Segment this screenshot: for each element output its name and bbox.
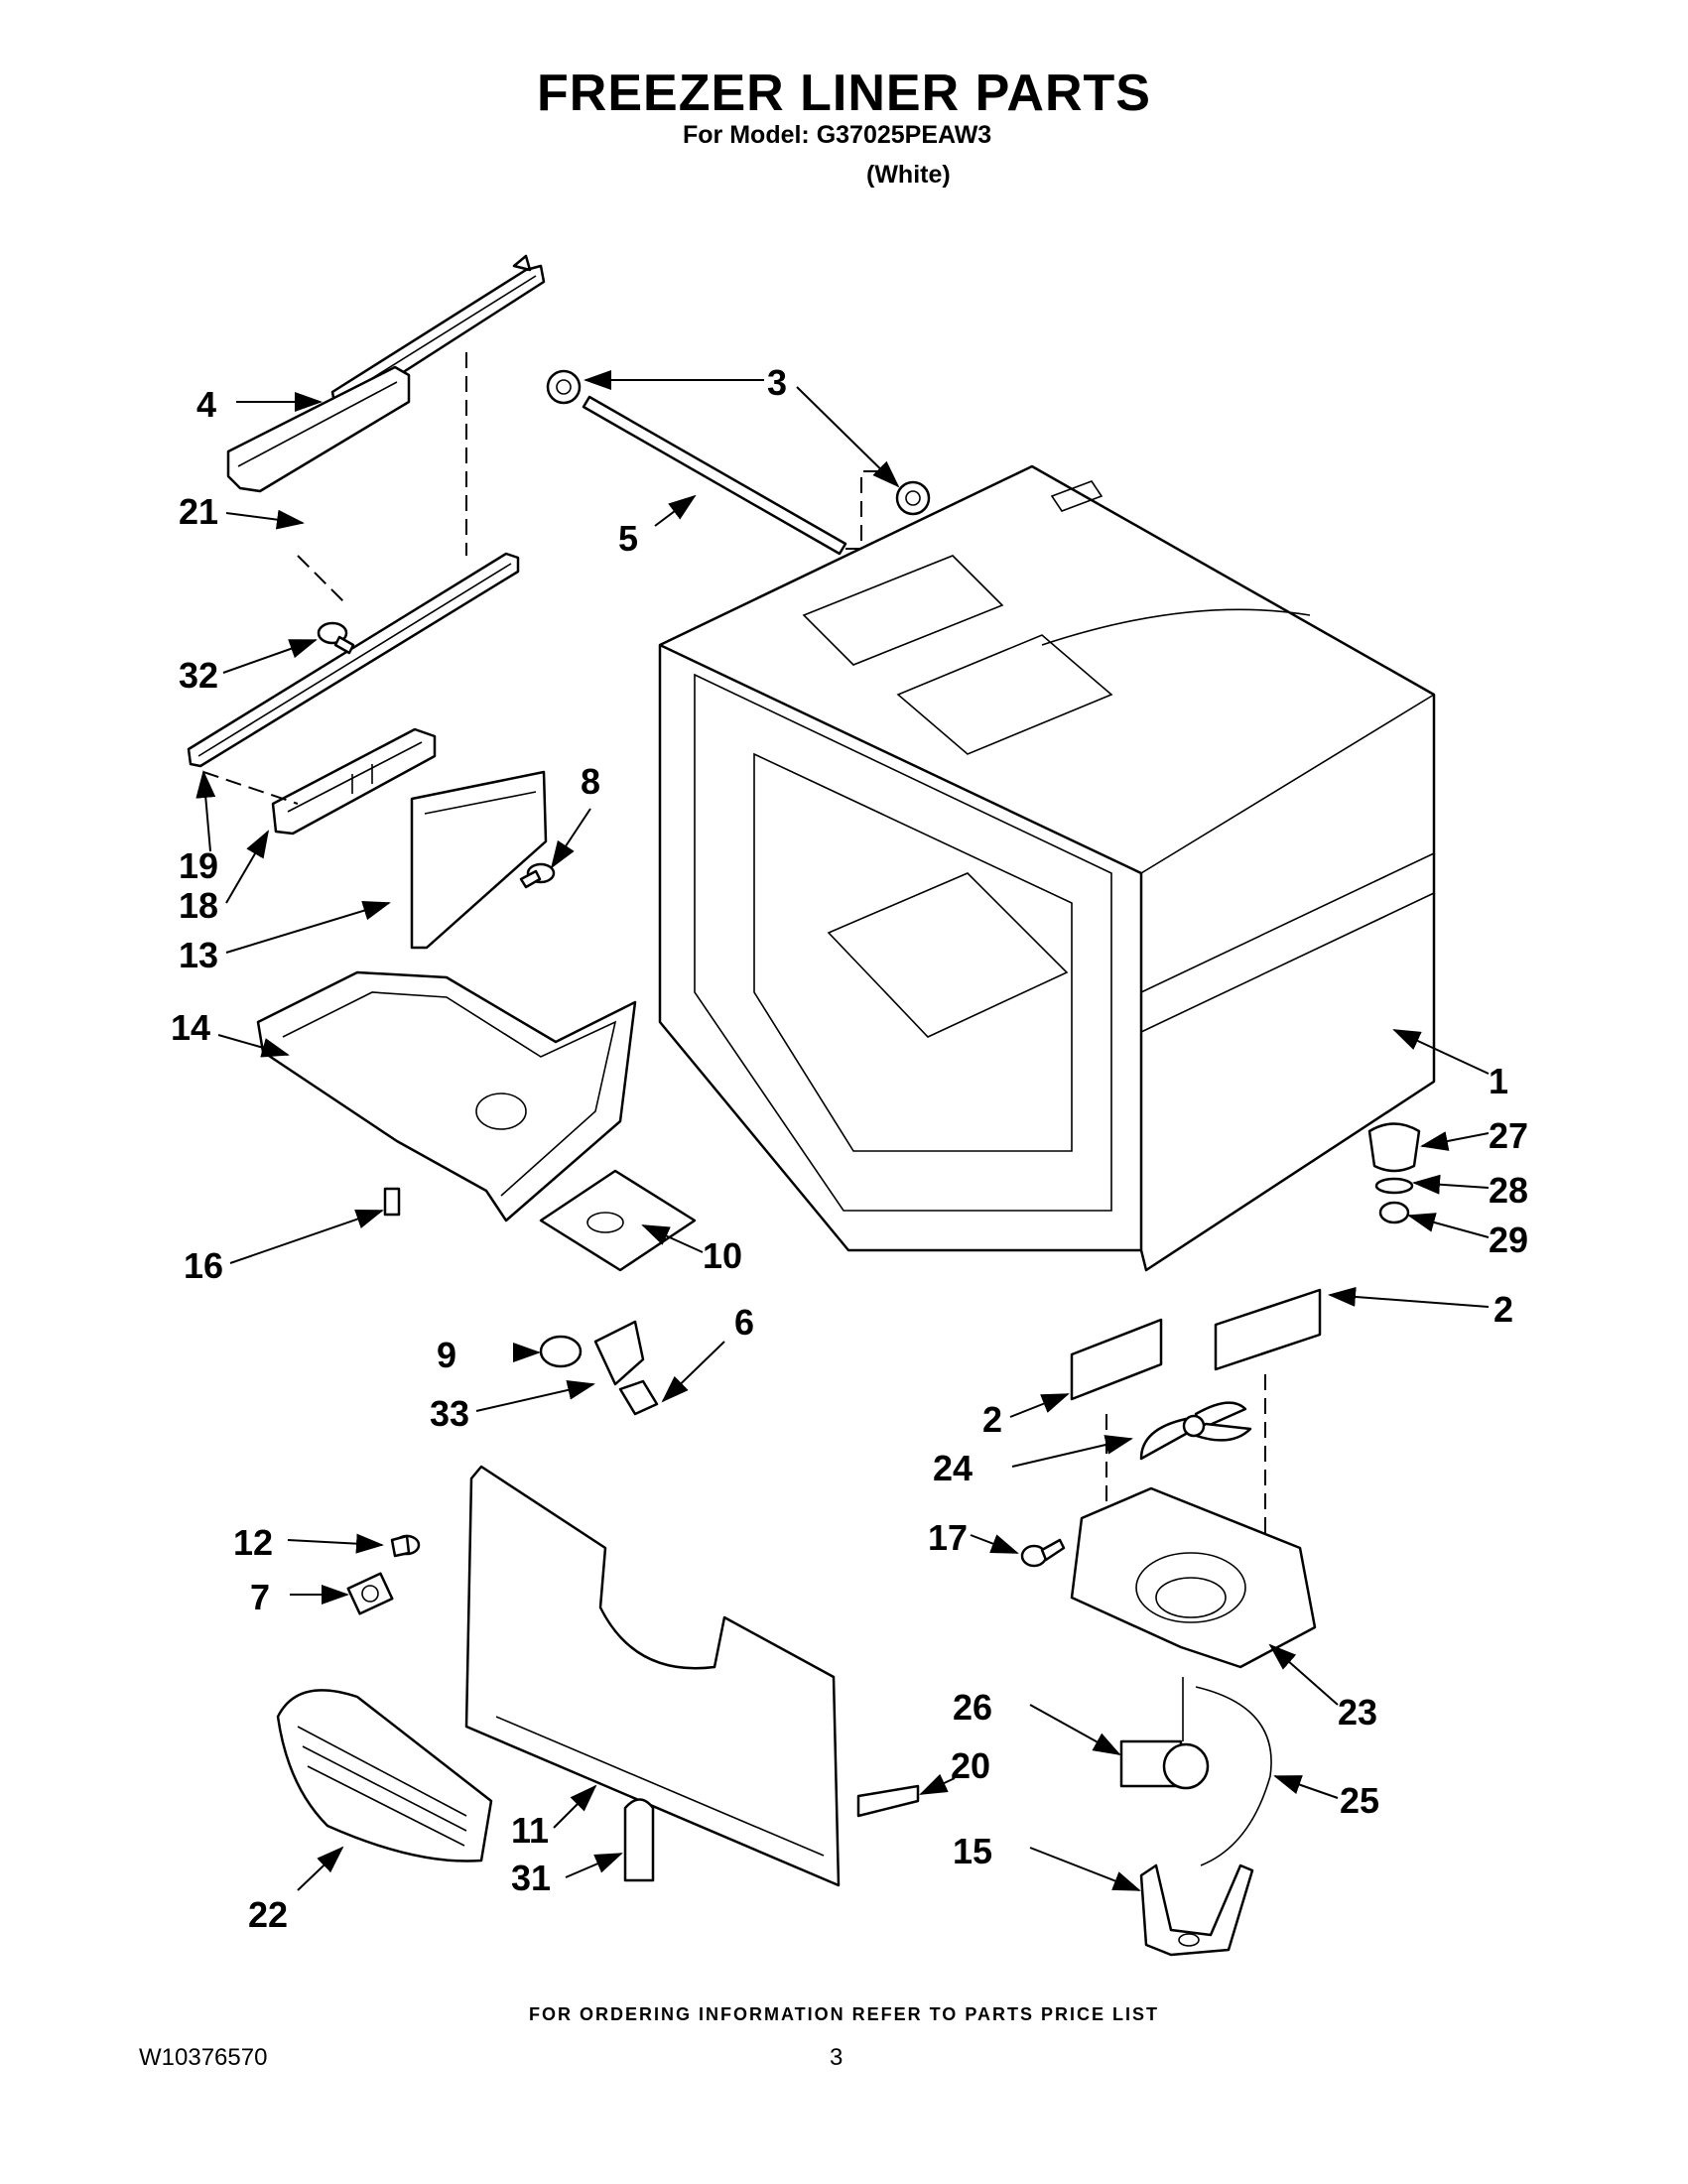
callout-22: 22 <box>248 1894 288 1935</box>
part-5-shaft <box>582 395 847 556</box>
callout-10: 10 <box>703 1235 742 1276</box>
callout-18: 18 <box>179 885 218 926</box>
callout-32: 32 <box>179 655 218 696</box>
callout-7: 7 <box>250 1577 270 1617</box>
bracket-alignment-line <box>202 771 299 805</box>
part-28-ring <box>1374 1177 1414 1195</box>
part-23-fan-shroud <box>1070 1486 1317 1669</box>
part-16-clip <box>383 1187 401 1217</box>
document-id: W10376570 <box>139 2044 268 2071</box>
callout-28: 28 <box>1489 1170 1528 1211</box>
callout-12: 12 <box>233 1522 273 1563</box>
callout-17: 17 <box>928 1517 968 1558</box>
callout-23: 23 <box>1338 1692 1377 1733</box>
callout-29: 29 <box>1489 1220 1528 1260</box>
callout-labels: 1 2 2 3 4 5 6 7 8 9 10 11 12 13 14 15 16… <box>171 362 1528 1935</box>
part-11-back-panel <box>464 1465 841 1887</box>
part-10-pad <box>539 1169 697 1272</box>
callout-31: 31 <box>511 1858 551 1898</box>
callout-4: 4 <box>196 384 216 425</box>
callout-19: 19 <box>179 845 218 886</box>
part-9-bulb <box>539 1335 583 1368</box>
page-number: 3 <box>830 2044 844 2071</box>
part-21-bracket <box>226 365 411 493</box>
callout-15: 15 <box>953 1831 992 1871</box>
callout-13: 13 <box>179 935 218 975</box>
part-22-grille <box>276 1689 493 1863</box>
model-color: (White) <box>866 161 951 189</box>
part-14-tray <box>256 970 637 1222</box>
callout-24: 24 <box>933 1448 973 1488</box>
callout-26: 26 <box>953 1687 992 1728</box>
part-32-screw <box>317 621 355 655</box>
callout-6: 6 <box>734 1302 754 1343</box>
part-26-fan-motor <box>1119 1677 1210 1790</box>
page-title: FREEZER LINER PARTS <box>537 64 1151 122</box>
shaft-alignment-line <box>845 470 888 550</box>
callout-20: 20 <box>951 1745 990 1786</box>
callout-25: 25 <box>1340 1780 1379 1821</box>
part-20-seal-strip <box>856 1784 920 1818</box>
part-6-cover <box>618 1379 659 1416</box>
callout-21: 21 <box>179 491 218 532</box>
part-12-screw <box>390 1534 421 1558</box>
callout-5: 5 <box>618 518 638 559</box>
part-24-fan-blade <box>1139 1401 1252 1461</box>
part-8-screw <box>519 862 556 889</box>
part-33-socket <box>593 1320 645 1386</box>
ordering-note: FOR ORDERING INFORMATION REFER TO PARTS … <box>528 2004 1159 2024</box>
part-31-clip <box>623 1798 655 1882</box>
callout-8: 8 <box>581 761 600 802</box>
callout-33: 33 <box>430 1393 469 1434</box>
part-1-freezer-liner <box>658 464 1436 1272</box>
callout-3: 3 <box>767 362 787 403</box>
part-13-side-panel <box>410 770 548 950</box>
part-25-wire-harness <box>1195 1686 1272 1866</box>
callout-1: 1 <box>1489 1061 1508 1101</box>
part-29-washer <box>1378 1201 1410 1224</box>
part-15-motor-mount <box>1139 1863 1254 1957</box>
callout-16: 16 <box>184 1245 223 1286</box>
rail-alignment-line-2 <box>297 555 348 606</box>
part-2-foam-strip-left <box>1070 1318 1163 1401</box>
callout-14: 14 <box>171 1007 210 1048</box>
part-2-foam-strip-right <box>1214 1288 1322 1371</box>
part-19-slide-rail <box>187 552 520 768</box>
part-18-bracket <box>271 727 437 835</box>
part-3-gear-right <box>895 480 931 516</box>
leader-lines <box>195 370 1490 1891</box>
callout-2-right: 2 <box>1493 1289 1513 1330</box>
model-number: For Model: G37025PEAW3 <box>683 121 992 149</box>
part-17-screw <box>1020 1538 1066 1568</box>
callout-11: 11 <box>511 1810 549 1851</box>
callout-9: 9 <box>437 1335 456 1375</box>
part-3-gear-left <box>546 369 582 405</box>
part-27-leveler-cup <box>1367 1122 1421 1173</box>
callout-27: 27 <box>1489 1115 1528 1156</box>
callout-2-left: 2 <box>982 1399 1002 1440</box>
part-7-damper <box>346 1572 394 1615</box>
